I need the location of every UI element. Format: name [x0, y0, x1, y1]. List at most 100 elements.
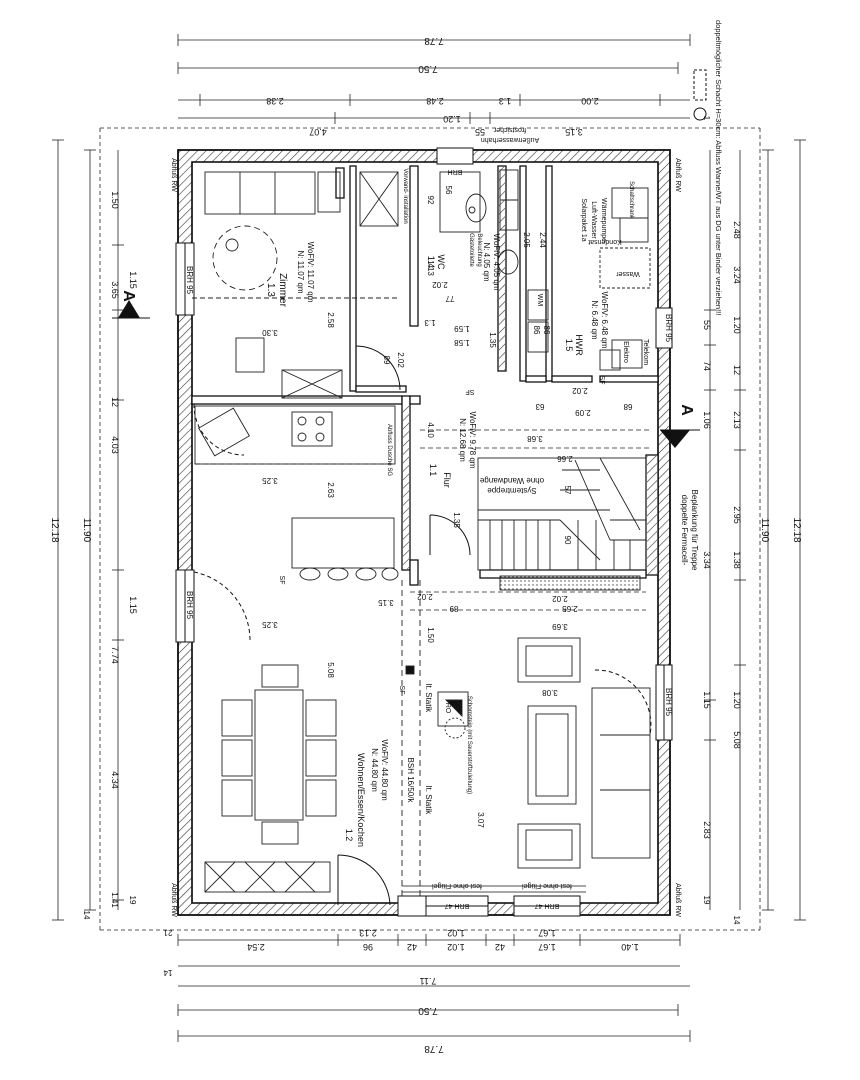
dim-left-115a: 1.15	[128, 271, 138, 289]
inner-dim-89b: 89	[449, 604, 458, 613]
inner-dim-325a: 3.25	[262, 476, 278, 485]
dining	[204, 664, 337, 893]
dim-left-1218: 12.18	[49, 517, 60, 542]
inner-dim-308: 3.08	[542, 688, 558, 697]
schacht-note: doppeltmöglicher Schacht H=30cm: Abfluss…	[714, 20, 723, 315]
dim-right-120a: 1.20	[732, 316, 742, 334]
inner-dim-92: 92	[426, 196, 435, 205]
label-abfluss-rw-bottom-left: Abfluß RW	[170, 883, 177, 917]
dim-top-248: 2.48	[426, 96, 444, 106]
dim-top-13: 1.3	[499, 96, 512, 106]
room-flur-number: 1.1	[428, 464, 438, 477]
room-zimmer-wofl: WoFlV: 11.07 qm	[306, 242, 315, 303]
dim-bot-213: 2.13	[359, 928, 377, 938]
label-schaltschrank: Schaltschrank	[628, 181, 634, 220]
label-abfluss-rw-top-right: Abfluß RW	[674, 158, 681, 192]
dim-right-334: 3.34	[702, 551, 712, 569]
wc-fixtures	[359, 169, 519, 275]
dim-left-14: 14	[82, 911, 91, 920]
window-label-bottom-1: BRH 47	[445, 902, 470, 909]
inner-dim-86a: 86	[532, 326, 541, 335]
inner-dim-307: 3.07	[476, 812, 485, 828]
inner-dim-150: 1.50	[426, 627, 435, 643]
window-label-hwr: BRH 95	[664, 314, 673, 343]
label-aussenwasser: Außenwasserhahn	[481, 136, 539, 143]
inner-dim-410: 4.10	[426, 422, 435, 438]
dim-left-365: 3.65	[110, 281, 120, 299]
label-ro: RO	[444, 703, 451, 714]
staircase	[477, 457, 647, 591]
label-sf-3: SF	[466, 388, 475, 395]
dim-left-19: 19	[128, 896, 137, 905]
label-beplankung: Beplankung für Treppe	[690, 490, 699, 571]
dim-right-283: 2.83	[702, 821, 712, 839]
top-dimension-lines	[100, 34, 760, 129]
room-flur-name: Flur	[442, 472, 452, 488]
dim-bot-167b: 1.67	[538, 928, 556, 938]
dim-left-1190: 11.90	[81, 518, 92, 543]
room-hwr-wofl: WoFlV: 6.48 qm	[600, 292, 609, 349]
dim-right-1218: 12.18	[791, 517, 802, 542]
room-zimmer-number: 1.3	[265, 283, 276, 297]
inner-dim-135b: 1.35	[488, 332, 497, 348]
label-ohne-wandwange: ohne Wandwange	[479, 476, 544, 485]
legend-gestrichelt: 1	[702, 116, 711, 121]
section-marker-left	[112, 300, 150, 319]
dim-top-238: 2.38	[266, 96, 284, 106]
dim-bot-102a: 1.02	[447, 942, 465, 952]
section-mark-left: A	[120, 290, 137, 302]
kitchen	[194, 405, 399, 581]
dim-bot-254: 2.54	[247, 942, 265, 952]
dim-right-55: 55	[702, 320, 712, 330]
room-wohnen-name: Wohnen/Essen/Kochen	[356, 753, 366, 847]
inner-dim-159: 1.59	[454, 324, 470, 333]
label-sf-4: SF	[598, 376, 605, 385]
label-kondensat: Kondensat	[588, 238, 622, 245]
dim-right-115: 1.15	[702, 691, 712, 709]
dim-right-14: 14	[732, 916, 741, 925]
window-bottom-door	[397, 895, 427, 917]
inner-dim-86b: 86	[542, 326, 551, 335]
room-hwr-number: 1.5	[564, 339, 574, 352]
section-marker-right	[660, 429, 700, 448]
bottom-dimension-lines	[100, 929, 760, 1042]
dim-bot-167a: 1.67	[538, 942, 556, 952]
room-wohnen-wofl: WoFlV: 44.80 qm	[380, 739, 389, 801]
inner-dim-205: 2.05	[522, 232, 531, 248]
dim-right-19: 19	[702, 896, 711, 905]
dim-bot-102b: 1.02	[447, 928, 465, 938]
dim-right-213: 2.13	[732, 411, 742, 429]
dim-top-778: 7.78	[424, 35, 444, 46]
hwr-equipment	[527, 187, 651, 371]
dim-top-407: 4.07	[309, 127, 327, 137]
dim-right-324: 3.24	[732, 266, 742, 284]
dim-right-248: 2.48	[732, 221, 742, 239]
inner-dim-202d: 2.02	[417, 592, 433, 601]
dim-left-434: 4.34	[110, 771, 120, 789]
inner-dim-202c: 2.02	[572, 386, 588, 395]
zimmer-furniture	[192, 171, 400, 399]
dim-top-315: 3.15	[565, 127, 583, 137]
label-fest-ohne-fluegel-2: fest ohne Flügel	[522, 882, 572, 889]
label-schornstein: Schornstein (mit Sauerstoffzuleitung)	[466, 696, 472, 794]
window-label-living: BRH 95	[664, 688, 673, 717]
room-wc-n: N: 4.05 qm	[482, 242, 491, 281]
dim-left-141: 1.41	[110, 892, 119, 908]
inner-dim-263: 2.63	[326, 482, 335, 498]
label-gaestetoilette: Gästetoilette	[468, 233, 474, 267]
dim-top-120: 1.20	[443, 114, 461, 124]
section-mark-right: A	[678, 404, 695, 416]
inner-dim-113: 1.13	[426, 260, 435, 276]
interior-walls	[191, 165, 659, 586]
inner-dim-202a: 2.02	[396, 352, 405, 368]
windows	[175, 147, 673, 917]
inner-dim-209: 2.09	[575, 408, 591, 417]
inner-dim-258: 2.58	[326, 312, 335, 328]
right-dimension-lines	[704, 128, 806, 930]
rotated-text-layer: 7.78 7.50 2.38 2.48 2.00 4.07 1.20 1.3 5…	[49, 20, 802, 1054]
label-sf-2: SF	[398, 686, 405, 695]
label-statik-2: lt. Statik	[424, 786, 433, 815]
label-vorwand: Vorwand- installation	[402, 168, 408, 223]
room-wc-name: WC	[436, 255, 446, 270]
room-wc-number: 1.4	[426, 256, 436, 269]
